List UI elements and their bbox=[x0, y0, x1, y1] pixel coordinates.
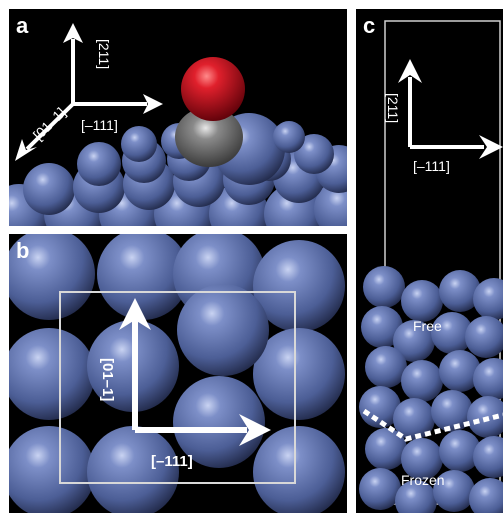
panel-label-a: a bbox=[16, 13, 29, 38]
panel-label-b: b bbox=[16, 238, 30, 263]
oxygen-atom bbox=[181, 57, 245, 121]
axis-label-b-right: [–111] bbox=[151, 453, 193, 470]
panel-a-render: [211] [01–1] [–111] bbox=[9, 23, 347, 226]
panel-c: [211] [–111] Free Frozen c bbox=[356, 9, 503, 513]
panel-c-axes bbox=[398, 59, 503, 159]
axis-label-c-right: [–111] bbox=[413, 158, 450, 174]
axis-label-a-diag: [01–1] bbox=[30, 104, 69, 143]
panel-c-render: [211] [–111] Free Frozen bbox=[359, 20, 503, 513]
axis-label-a-right: [–111] bbox=[81, 117, 118, 133]
axis-label-b-up: [01–1] bbox=[99, 358, 116, 401]
carbon-atom bbox=[175, 107, 243, 167]
free-frozen-boundary bbox=[362, 408, 503, 442]
unit-cell-box bbox=[59, 291, 296, 484]
region-label-frozen: Frozen bbox=[401, 472, 445, 488]
panel-a: [211] [01–1] [–111] a bbox=[9, 9, 347, 226]
panel-b: [01–1] [–111] b bbox=[9, 234, 347, 513]
axis-label-a-up: [211] bbox=[96, 39, 112, 69]
surface-atoms bbox=[9, 113, 347, 226]
region-label-free: Free bbox=[413, 318, 442, 334]
top-view-atoms bbox=[9, 234, 345, 513]
axis-label-c-up: [211] bbox=[385, 93, 401, 123]
slab-atoms bbox=[359, 266, 503, 513]
co-molecule bbox=[175, 57, 245, 167]
panel-label-c: c bbox=[363, 13, 376, 38]
panel-a-axes bbox=[15, 23, 163, 161]
panel-b-axes bbox=[119, 298, 271, 446]
panel-b-render: [01–1] [–111] bbox=[9, 234, 345, 513]
